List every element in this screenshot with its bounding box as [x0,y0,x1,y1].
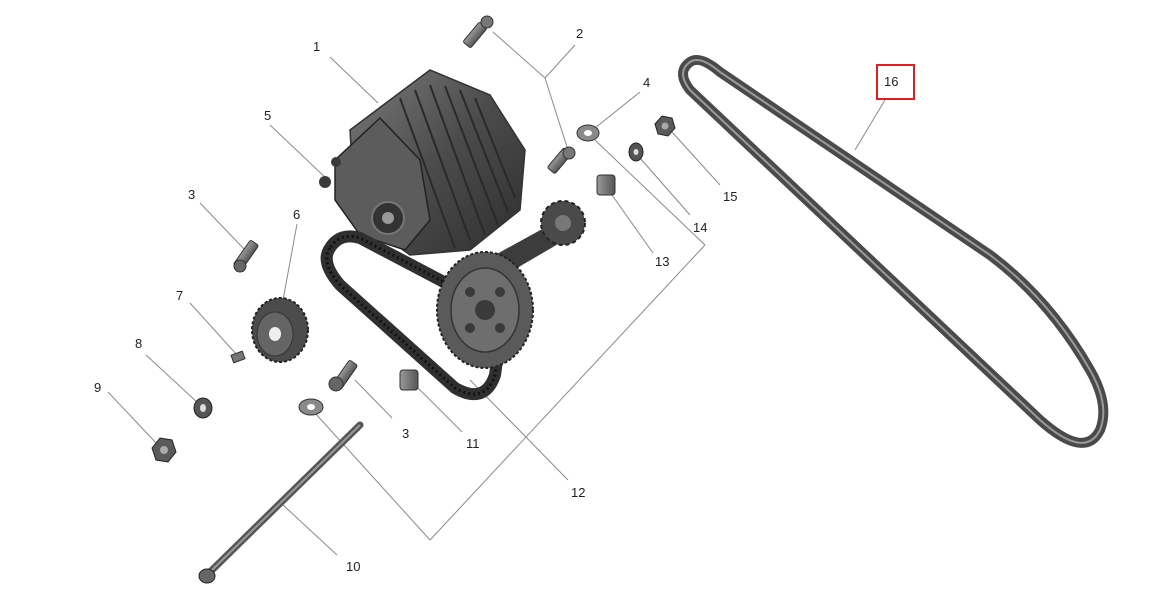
callout-14: 14 [693,220,708,235]
large-pulley [436,251,534,369]
washer-part-4-lower [298,398,324,416]
callout-16: 16 [884,74,899,89]
callout-8: 8 [135,336,143,351]
callout-5: 5 [264,108,272,123]
washer-part-4-upper [576,124,600,142]
drive-belt-part-16 [678,55,1109,448]
nut-part-15 [654,115,676,137]
callout-1: 1 [313,39,321,54]
highlight-box [876,64,915,100]
callout-7: 7 [176,288,184,303]
small-sprocket [540,200,586,246]
key-part-7 [230,350,246,364]
nut-part-9 [151,437,177,463]
bolt-part-3-left [233,240,259,273]
spacer-part-13 [596,174,616,196]
gear-part-6 [251,297,309,363]
bolt-part-2-lower [547,146,576,174]
callout-10: 10 [346,559,361,574]
axle-part-10 [198,421,364,584]
callout-15: 15 [723,189,738,204]
washer-part-14 [628,142,644,162]
callout-9: 9 [94,380,102,395]
callout-3-left: 3 [188,187,196,202]
washer-part-8 [193,397,213,419]
callout-3-right: 3 [402,426,410,441]
bolt-part-3-right [328,360,358,392]
callout-11: 11 [466,436,480,451]
callout-6: 6 [293,207,301,222]
callout-13: 13 [655,254,670,269]
motor-part-1 [319,69,565,275]
callout-12: 12 [571,485,586,500]
callout-4: 4 [643,75,651,90]
callout-2: 2 [576,26,584,41]
spacer-part-11 [399,369,419,391]
bolt-part-2-upper [463,15,494,48]
